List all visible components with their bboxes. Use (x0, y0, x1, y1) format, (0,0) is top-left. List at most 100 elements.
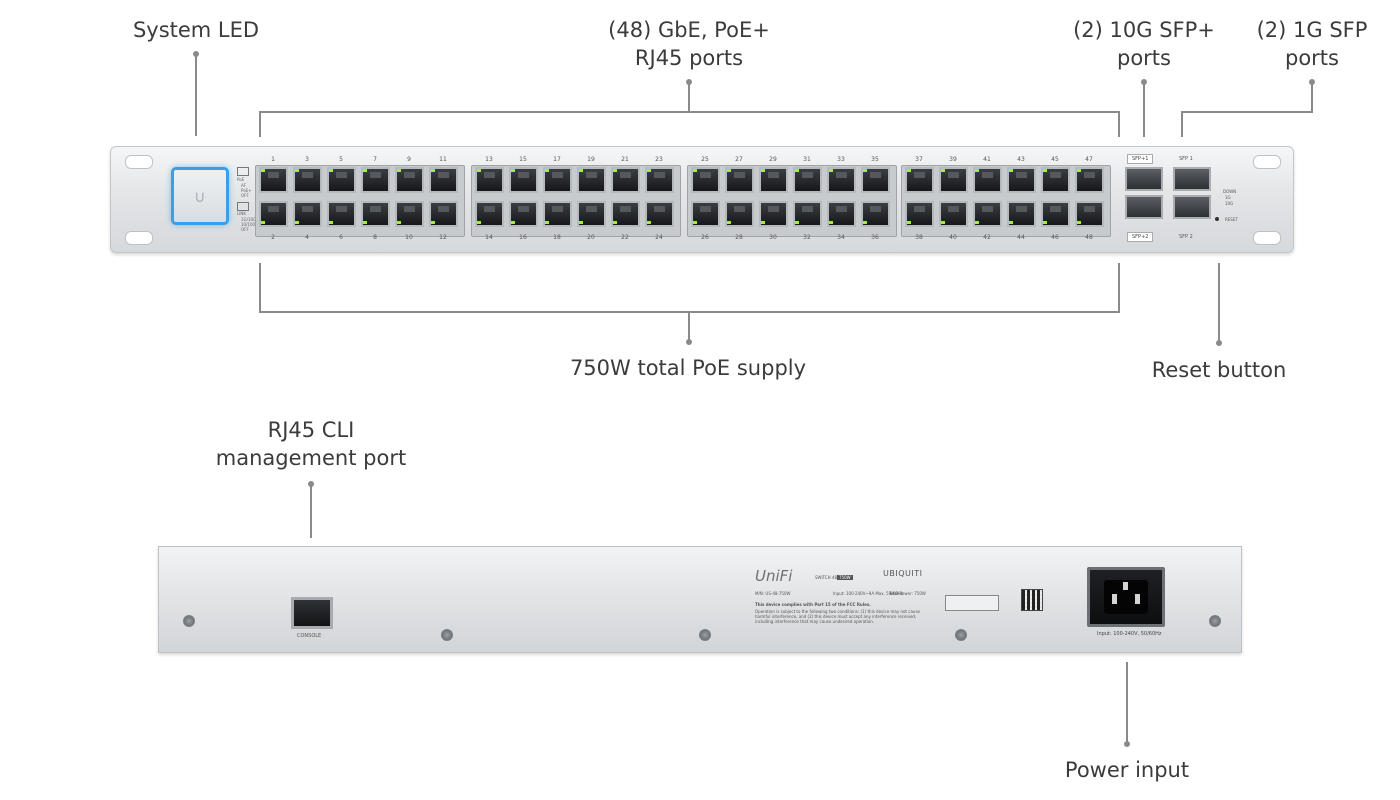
port-led (1043, 169, 1047, 172)
console-label: CONSOLE (297, 633, 322, 639)
poe-leader (688, 311, 690, 341)
rj45-port[interactable] (475, 201, 504, 227)
port-led (975, 169, 979, 172)
sfp-port-1[interactable] (1173, 167, 1211, 191)
rj45-port[interactable] (1041, 167, 1070, 193)
port-led (907, 169, 911, 172)
port-number: 37 (915, 156, 923, 163)
port-number: 35 (871, 156, 879, 163)
rj45-port[interactable] (1075, 201, 1104, 227)
sfp-leader-vertical (1311, 82, 1313, 112)
port-led (511, 221, 515, 224)
port-number: 36 (871, 234, 879, 241)
port-number: 41 (983, 156, 991, 163)
port-number: 5 (339, 156, 343, 163)
rj45-port[interactable] (691, 201, 720, 227)
rj45-port[interactable] (725, 201, 754, 227)
rj45-port[interactable] (259, 167, 288, 193)
port-led (261, 169, 265, 172)
port-number: 25 (701, 156, 709, 163)
port-number: 47 (1085, 156, 1093, 163)
sfp-plus-leader (1143, 82, 1145, 137)
poe-bracket-right (1118, 263, 1120, 313)
input-spec: Input: 100-240V~9A Max. 50/60Hz (833, 591, 903, 596)
port-led (647, 221, 651, 224)
poe-supply-label: 750W total PoE supply (569, 356, 807, 380)
rj45-port[interactable] (861, 201, 890, 227)
sfp-plus-callout: (2) 10G SFP+ ports (1064, 16, 1224, 72)
sfp-legend-down: DOWN (1223, 189, 1237, 194)
rj45-port[interactable] (395, 201, 424, 227)
port-number: 9 (407, 156, 411, 163)
legend-top-2: PoE+ (241, 188, 252, 193)
port-number: 26 (701, 234, 709, 241)
sfp-2-label: SFP 2 (1179, 234, 1193, 240)
port-led (975, 221, 979, 224)
screw-icon (955, 629, 967, 641)
sfp-port-2[interactable] (1173, 195, 1211, 219)
port-number: 4 (305, 234, 309, 241)
rj45-port[interactable] (973, 167, 1002, 193)
legend-top-3: OFF (241, 193, 249, 198)
screw-icon (699, 629, 711, 641)
rj45-port[interactable] (293, 201, 322, 227)
legend-top-0: PoE (237, 177, 245, 182)
port-led (363, 221, 367, 224)
power-label: Input: 100-240V, 50/60Hz (1097, 631, 1162, 637)
total-power: Total Power: 750W (889, 591, 926, 596)
port-led (545, 169, 549, 172)
port-number: 19 (587, 156, 595, 163)
port-number: 29 (769, 156, 777, 163)
rj45-port[interactable] (611, 167, 640, 193)
port-led (1009, 221, 1013, 224)
port-led (1077, 169, 1081, 172)
rj45-port[interactable] (645, 167, 674, 193)
port-led (941, 221, 945, 224)
port-led (431, 169, 435, 172)
port-led (1043, 221, 1047, 224)
rj45-port[interactable] (395, 167, 424, 193)
cli-leader (310, 484, 312, 538)
rj45-port[interactable] (939, 167, 968, 193)
port-led (363, 169, 367, 172)
sfp-plus-port-1[interactable] (1125, 167, 1163, 191)
port-led (829, 169, 833, 172)
port-led (907, 221, 911, 224)
sfp-plus-port-2[interactable] (1125, 195, 1163, 219)
port-led (727, 169, 731, 172)
port-number: 22 (621, 234, 629, 241)
rack-ear-hole (125, 231, 153, 245)
socket-pin (1112, 594, 1117, 604)
rj45-ports-bracket-top (259, 111, 1120, 113)
port-led (863, 221, 867, 224)
rj45-port[interactable] (1075, 167, 1104, 193)
port-led (1009, 169, 1013, 172)
power-dot (1124, 741, 1130, 747)
reset-button-label: Reset button (1151, 358, 1287, 382)
sfp-label-1: (2) 1G SFP (1256, 18, 1368, 42)
port-number: 23 (655, 156, 663, 163)
port-number: 16 (519, 234, 527, 241)
power-input-socket[interactable] (1087, 567, 1165, 627)
reset-button[interactable] (1215, 217, 1219, 221)
unifi-logo: UniFi (755, 567, 793, 585)
port-number: 18 (553, 234, 561, 241)
port-led (579, 221, 583, 224)
console-port[interactable] (291, 597, 333, 629)
poe-dot (686, 339, 692, 345)
port-number: 20 (587, 234, 595, 241)
port-led (613, 221, 617, 224)
system-led-label: System LED (132, 18, 260, 42)
rj45-port[interactable] (793, 167, 822, 193)
port-number: 38 (915, 234, 923, 241)
rj45-ports-label-1: (48) GbE, PoE+ (608, 18, 770, 42)
rack-ear-hole (125, 155, 153, 169)
port-led (613, 169, 617, 172)
rack-ear-hole (1253, 231, 1281, 245)
port-led (397, 169, 401, 172)
sfp-plus-2-label: SFP+2 (1127, 232, 1154, 242)
port-led (795, 221, 799, 224)
rj45-port[interactable] (1007, 201, 1036, 227)
port-number: 28 (735, 234, 743, 241)
port-number: 6 (339, 234, 343, 241)
